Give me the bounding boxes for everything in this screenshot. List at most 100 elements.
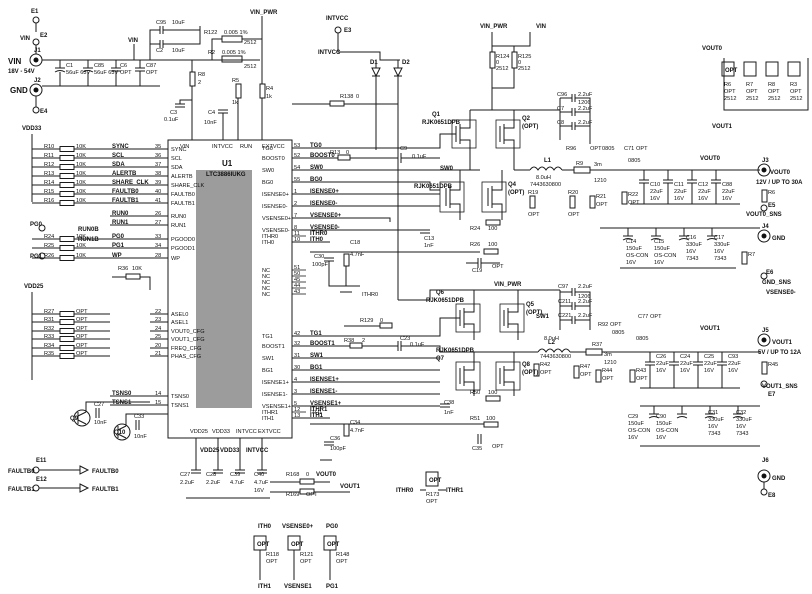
svg-text:0: 0: [356, 94, 359, 100]
svg-text:OPT: OPT: [602, 376, 614, 382]
svg-text:OPT: OPT: [120, 70, 132, 76]
svg-text:C211: C211: [558, 299, 571, 305]
svg-text:E11: E11: [36, 458, 47, 464]
svg-text:R6: R6: [724, 82, 731, 88]
svg-text:16V: 16V: [704, 368, 714, 374]
svg-text:0805: 0805: [636, 336, 648, 342]
svg-text:22uF: 22uF: [704, 361, 717, 367]
svg-text:VIN_PWR: VIN_PWR: [250, 10, 278, 16]
mosfet-q4: Q4 (OPT): [481, 170, 524, 220]
svg-text:2.2uF: 2.2uF: [578, 299, 593, 305]
mosfet-q3: RJK0651DPB: [414, 170, 465, 220]
svg-text:GND_SNS: GND_SNS: [762, 280, 791, 286]
left-res-val: 10K: [76, 153, 86, 159]
transistor-q9: Q9: [70, 409, 91, 427]
right-pin-number: 51: [294, 265, 300, 271]
svg-text:VOUT0: VOUT0: [702, 46, 723, 52]
svg-text:C24: C24: [680, 354, 690, 360]
left-pin-number: 28: [155, 253, 161, 259]
svg-text:J4: J4: [762, 224, 769, 230]
svg-text:J5: J5: [762, 328, 769, 334]
svg-text:R38: R38: [344, 338, 354, 344]
right-net-label: BG0: [310, 177, 323, 183]
svg-text:100: 100: [486, 416, 495, 422]
svg-text:SW0: SW0: [440, 166, 454, 172]
left-pin-name: VOUT1_CFG: [171, 337, 205, 343]
left-net-label: PG0: [112, 234, 125, 240]
svg-text:RJK0651DPB: RJK0651DPB: [414, 184, 453, 190]
right-pin-name: BOOST1: [262, 344, 285, 350]
svg-text:L2: L2: [548, 340, 556, 346]
svg-text:C97: C97: [558, 284, 568, 290]
svg-text:OPT: OPT: [725, 68, 738, 74]
svg-text:R7: R7: [746, 82, 753, 88]
svg-text:C88: C88: [722, 182, 732, 188]
svg-text:GND: GND: [772, 476, 786, 482]
svg-text:VOUT0_SNS: VOUT0_SNS: [746, 212, 782, 218]
jack-j3: [757, 163, 771, 177]
turret-e2: [32, 38, 40, 46]
jack-j4: [757, 229, 771, 243]
right-pin-name: TG1: [262, 334, 273, 340]
left-net-label: FAULTB0: [112, 189, 139, 195]
svg-text:PG1: PG1: [30, 254, 43, 260]
ic-top-pins: VIN INTVCC RUN EXTVCC: [180, 144, 285, 150]
svg-text:OPT: OPT: [291, 542, 304, 548]
right-pin-number: 13: [294, 413, 300, 419]
svg-text:ITHR0: ITHR0: [362, 292, 378, 298]
svg-text:100pF: 100pF: [312, 262, 328, 268]
svg-text:0: 0: [518, 60, 521, 66]
svg-text:4.7uF: 4.7uF: [254, 480, 269, 486]
svg-text:2512: 2512: [768, 96, 780, 102]
right-net-label: BOOST0: [310, 153, 335, 159]
pin-intvcc-bottom: INTVCC: [236, 429, 257, 435]
left-pin-number: 39: [155, 180, 161, 186]
svg-text:7343: 7343: [686, 256, 698, 262]
left-resistor: [59, 146, 75, 152]
right-pin-name: BG1: [262, 368, 273, 374]
left-res-ref: R32: [44, 326, 54, 332]
svg-text:VIN_PWR: VIN_PWR: [480, 24, 508, 30]
left-pin-name: PHAS_CFG: [171, 354, 201, 360]
svg-text:VOUT1: VOUT1: [340, 484, 361, 490]
svg-text:10uF: 10uF: [172, 48, 185, 54]
right-pin-name: NC: [262, 286, 270, 292]
svg-text:OPT: OPT: [528, 212, 540, 218]
left-res-ref: R33: [44, 334, 54, 340]
svg-text:RUN0B: RUN0B: [78, 227, 99, 233]
left-pin-name: RUN0: [171, 214, 186, 220]
pin-run: RUN: [240, 144, 252, 150]
left-res-val: OPT: [76, 309, 88, 315]
svg-text:16V: 16V: [656, 368, 666, 374]
right-pin-name: NC: [262, 280, 270, 286]
right-pin-number: 31: [294, 353, 300, 359]
svg-text:C17: C17: [714, 235, 724, 241]
svg-text:C90: C90: [656, 414, 666, 420]
ic-exposed-pad: [196, 170, 252, 408]
svg-text:L1: L1: [544, 158, 552, 164]
turret-e1: [32, 16, 40, 24]
left-pin-name: ALERTB: [171, 174, 193, 180]
svg-text:VSENSE0+: VSENSE0+: [282, 524, 314, 530]
svg-text:R129: R129: [360, 318, 373, 324]
svg-text:2.2uF: 2.2uF: [206, 480, 221, 486]
svg-text:2.2uF: 2.2uF: [578, 284, 593, 290]
svg-text:D1: D1: [370, 60, 378, 66]
svg-text:R36: R36: [118, 266, 128, 272]
left-net-label: SHARE_CLK: [112, 180, 149, 186]
right-net-label: SW0: [310, 165, 324, 171]
right-pin-name: NC: [262, 274, 270, 280]
svg-text:R24: R24: [470, 226, 480, 232]
label-vin-e2: VIN: [20, 36, 30, 42]
svg-text:OPT: OPT: [266, 559, 278, 565]
left-pin-number: 34: [155, 243, 161, 249]
right-pin-name: TG0: [262, 146, 273, 152]
svg-text:ITH0: ITH0: [258, 524, 272, 530]
svg-text:VIN: VIN: [128, 38, 138, 44]
left-resistor: [59, 173, 75, 179]
svg-text:C6: C6: [120, 63, 127, 69]
right-pin-number: 52: [294, 153, 300, 159]
svg-text:OPT: OPT: [146, 70, 158, 76]
right-pin-number: 12: [294, 407, 300, 413]
